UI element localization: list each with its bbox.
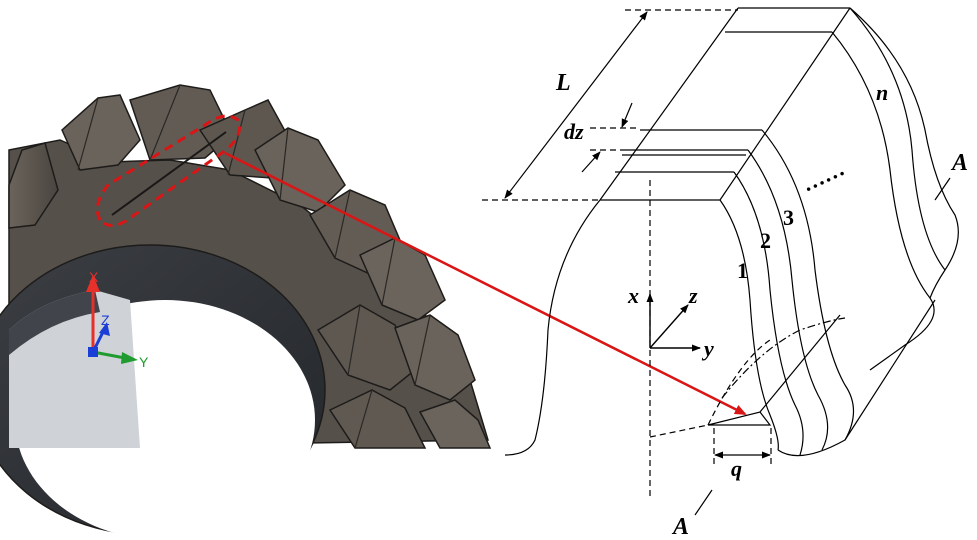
axis-label-y: y [701,336,714,361]
gear-tooth [8,142,59,229]
triad-y-arrowhead [121,352,138,364]
gear-tooth [418,399,492,449]
tooth-slice-schematic [482,7,959,516]
crack-dashdot-curve [721,317,846,399]
crack-dashed-lower [649,424,709,438]
label-slice-thickness: dz [564,119,584,144]
slice-boundaries [719,7,946,456]
gear-3d-view: X Y Z [0,50,500,540]
triad-origin [88,347,98,357]
top-face [599,7,851,201]
triad-z-label: Z [101,312,110,328]
dimension-extensions [482,9,772,500]
triad-x-label: X [89,269,99,285]
triad-x-arrowhead [86,275,100,292]
dimension-dz-upper [621,102,633,128]
triad-z-arrowhead [99,322,110,336]
detail-pointer-arrow [224,151,747,416]
label-slice-2: 2 [760,228,771,253]
crack-profile [707,411,772,426]
label-slice-n: n [876,80,888,105]
crack-dashed-curve [707,339,771,426]
gear-bore-shadow [9,290,100,355]
dimension-dz-lower [581,151,601,173]
label-slice-1: 1 [737,258,748,283]
flank-bottom-edge [777,299,936,457]
dimension-L [504,11,648,199]
gear-tooth [328,389,427,449]
label-section-top: A [950,150,968,176]
label-length: L [555,70,571,96]
axis-label-z: z [688,283,698,308]
coordinate-triad: X Y Z [86,269,149,370]
label-section-bottom: A [671,514,689,540]
tooth-edges [77,84,431,449]
crack-front [759,314,841,413]
section-mark-bottom [694,489,713,516]
crack-line [111,131,227,216]
local-axes [646,293,701,352]
tooth-profile-right [849,7,959,299]
label-slice-3: 3 [783,205,794,230]
section-mark-top [934,177,951,201]
triad-y-label: Y [139,354,149,370]
axis-label-x: x [627,283,639,308]
label-slice-dots: …… [798,155,848,196]
crack-highlight-ellipse [95,114,241,227]
tooth-profile-left [504,199,601,456]
label-crack-depth: q [731,456,742,481]
